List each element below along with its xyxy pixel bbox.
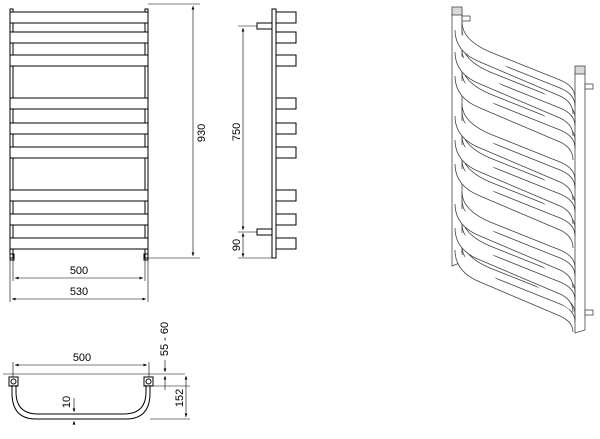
- front-bar: [9, 146, 149, 159]
- front-bar: [9, 213, 149, 226]
- side-bar: [275, 97, 297, 110]
- inner-width-label: 500: [70, 265, 88, 277]
- perspective-tubes: [461, 21, 576, 323]
- side-bar: [275, 122, 297, 135]
- perspective-view: [451, 6, 594, 334]
- side-view: 750 90: [231, 8, 297, 259]
- front-bar: [9, 31, 149, 44]
- side-bar: [275, 31, 297, 44]
- depth-label: 152: [174, 389, 186, 407]
- top-tube-outer: [11, 385, 151, 420]
- side-bar: [275, 237, 297, 250]
- side-post: [271, 8, 277, 259]
- wall-gap-label: 55 - 60: [159, 322, 171, 356]
- side-bar: [275, 213, 297, 226]
- right-wall-mount: [143, 376, 154, 387]
- tube-label: 10: [61, 396, 73, 408]
- side-bars: [275, 11, 297, 250]
- offset-label: 90: [231, 239, 243, 251]
- side-bar: [275, 54, 297, 67]
- side-bar: [275, 189, 297, 202]
- top-view: 500 55 - 60 152 10: [3, 322, 190, 425]
- left-wall-mount: [8, 376, 19, 387]
- height-label: 930: [196, 124, 208, 142]
- front-bar: [9, 237, 149, 250]
- top-width-label: 500: [73, 352, 91, 364]
- front-bar: [9, 189, 149, 202]
- top-tube-inner: [15, 385, 147, 415]
- outer-width-label: 530: [70, 286, 88, 298]
- span-label: 750: [231, 123, 243, 141]
- front-bar: [9, 54, 149, 67]
- side-bar: [275, 146, 297, 159]
- upper-wall-bracket: [256, 22, 273, 30]
- front-left-connector: [9, 253, 15, 261]
- front-bar: [9, 11, 149, 24]
- front-bar: [9, 97, 149, 110]
- front-view: 930 500 530: [9, 3, 208, 302]
- lower-wall-bracket: [256, 228, 273, 236]
- front-bar: [9, 122, 149, 135]
- perspective-right-post: [574, 69, 586, 334]
- side-bar: [275, 11, 297, 24]
- front-right-connector: [143, 253, 149, 261]
- front-bars: [9, 11, 149, 250]
